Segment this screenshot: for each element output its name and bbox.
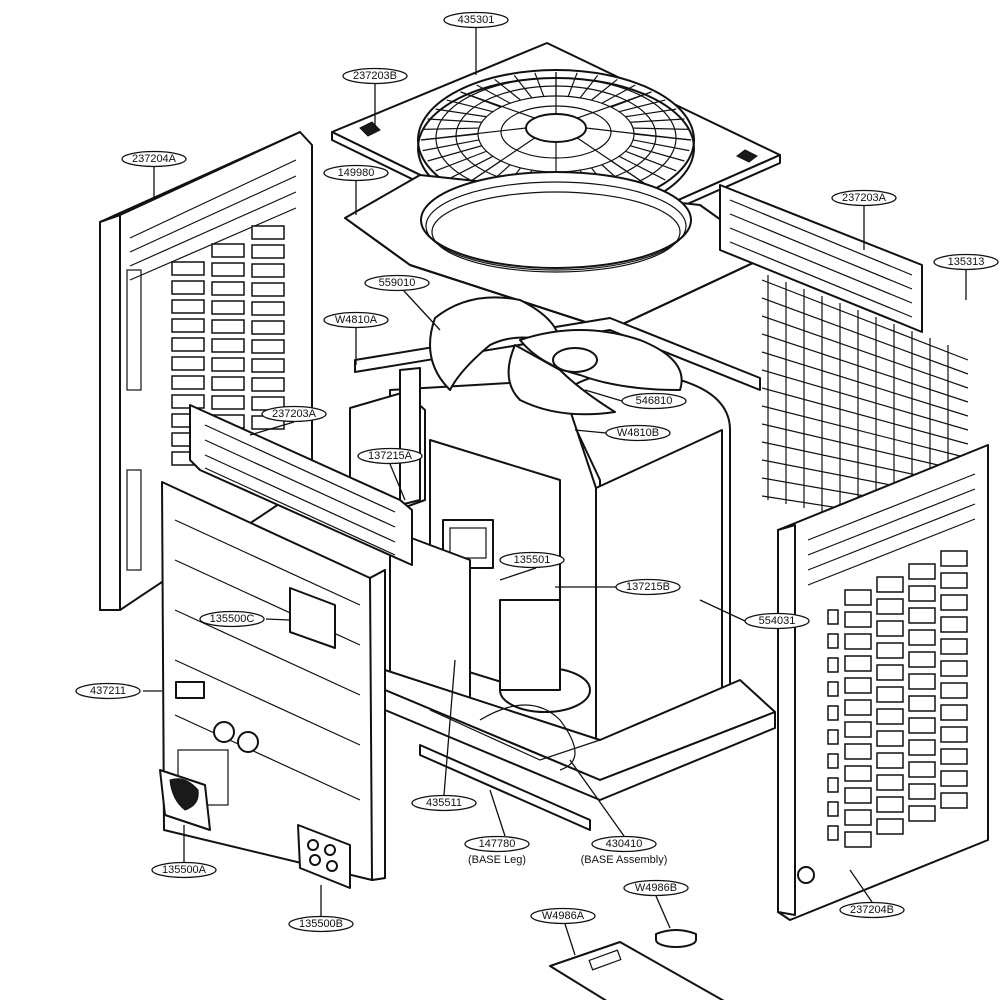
label-237203A-right: 237203A <box>831 189 897 207</box>
label-554031: 554031 <box>744 612 810 630</box>
label-135313: 135313 <box>933 253 999 271</box>
fan-shroud <box>344 171 771 331</box>
svg-text:430410: 430410 <box>606 838 643 850</box>
svg-text:135501: 135501 <box>514 554 551 566</box>
svg-text:W4986B: W4986B <box>635 882 677 894</box>
svg-text:137215A: 137215A <box>368 450 413 462</box>
svg-text:435511: 435511 <box>426 797 462 809</box>
label-135500C: 135500C <box>199 610 265 628</box>
svg-text:135500C: 135500C <box>210 613 255 625</box>
svg-text:W4810A: W4810A <box>335 314 378 326</box>
label-137215A: 137215A <box>357 447 423 465</box>
label-546810: 546810 <box>621 392 687 410</box>
label-430410: 430410 (BASE Assembly) <box>581 835 668 866</box>
svg-text:437211: 437211 <box>90 685 126 697</box>
label-W4986B: W4986B <box>623 879 689 897</box>
front-top-grille <box>189 404 413 566</box>
label-135500B: 135500B <box>288 915 354 933</box>
svg-text:435301: 435301 <box>458 14 495 26</box>
svg-text:135500B: 135500B <box>299 918 343 930</box>
right-side-panel <box>777 444 989 921</box>
part-W4986A-plate <box>549 941 725 1000</box>
label-437211: 437211 <box>75 682 141 700</box>
label-147780: 147780 (BASE Leg) <box>464 835 530 866</box>
label-237204A: 237204A <box>121 150 187 168</box>
svg-text:147780: 147780 <box>479 838 516 850</box>
label-559010: 559010 <box>364 274 430 292</box>
svg-text:W4810B: W4810B <box>617 427 659 439</box>
svg-text:237203B: 237203B <box>353 70 397 82</box>
svg-text:237204A: 237204A <box>132 153 177 165</box>
label-147780-sub: (BASE Leg) <box>468 854 526 866</box>
part-labels: 435301 237203B 237204A 149980 237203A 13… <box>75 11 999 933</box>
label-430410-sub: (BASE Assembly) <box>581 854 668 866</box>
svg-text:554031: 554031 <box>759 615 796 627</box>
svg-text:135500A: 135500A <box>162 864 207 876</box>
label-W4810A: W4810A <box>323 311 389 329</box>
label-W4810B: W4810B <box>605 424 671 442</box>
right-back-coil-guard <box>719 184 969 540</box>
svg-text:135313: 135313 <box>948 256 985 268</box>
svg-text:237204B: 237204B <box>850 904 894 916</box>
label-237204B: 237204B <box>839 901 905 919</box>
svg-text:559010: 559010 <box>379 277 416 289</box>
part-135500A-cover <box>159 769 211 831</box>
label-237203A-front: 237203A <box>261 405 327 423</box>
label-435301: 435301 <box>443 11 509 29</box>
leader-lines <box>143 28 967 956</box>
svg-text:237203A: 237203A <box>272 408 317 420</box>
part-W4986B-cap <box>655 929 697 948</box>
label-135501: 135501 <box>499 551 565 569</box>
svg-text:546810: 546810 <box>636 395 673 407</box>
svg-text:137215B: 137215B <box>626 581 670 593</box>
label-435511: 435511 <box>411 794 477 812</box>
svg-text:W4986A: W4986A <box>542 910 585 922</box>
label-237203B: 237203B <box>342 67 408 85</box>
label-149980: 149980 <box>323 164 389 182</box>
label-W4986A: W4986A <box>530 907 596 925</box>
label-137215B: 137215B <box>615 578 681 596</box>
svg-text:237203A: 237203A <box>842 192 887 204</box>
label-135500A: 135500A <box>151 861 217 879</box>
svg-text:149980: 149980 <box>338 167 375 179</box>
front-panel <box>161 481 386 881</box>
part-135500B-cover <box>297 824 351 889</box>
